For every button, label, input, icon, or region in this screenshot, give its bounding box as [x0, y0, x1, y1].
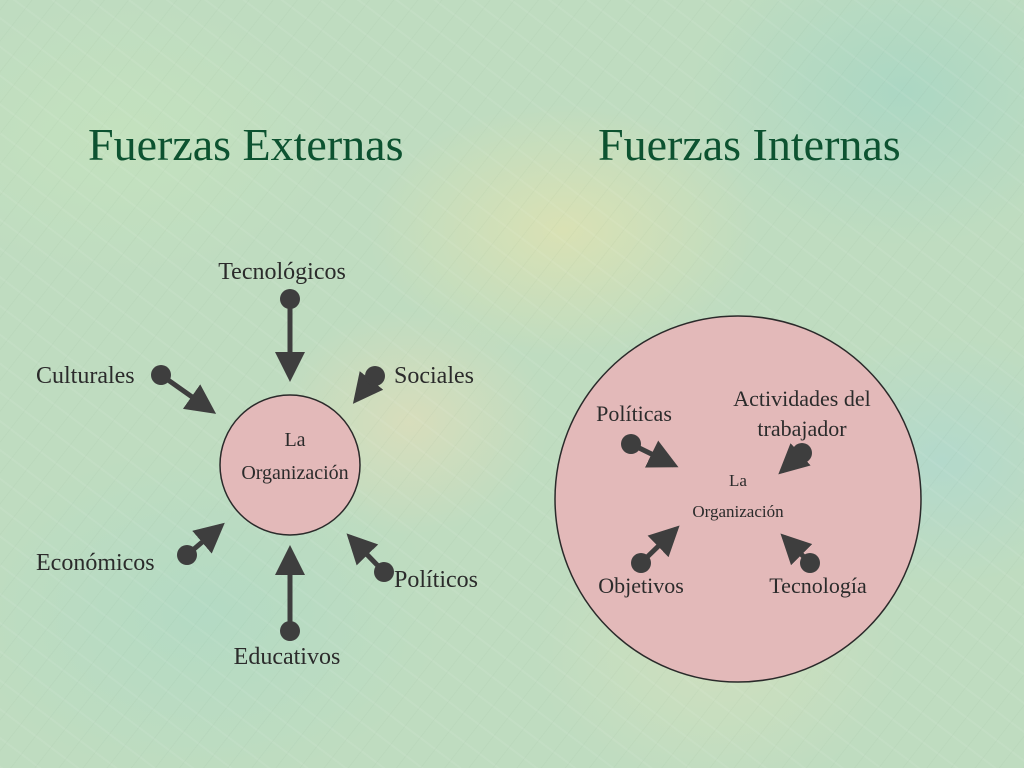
internal-organization-circle	[554, 315, 922, 683]
force-label-actividades-line1: Actividades del	[733, 386, 870, 411]
arrow-politicos	[346, 533, 394, 582]
force-label-actividades-line2: trabajador	[757, 416, 847, 441]
force-label-sociales: Sociales	[394, 363, 474, 389]
external-organization-circle	[219, 394, 361, 536]
arrow-educativos	[275, 545, 305, 641]
arrow-economicos	[177, 522, 225, 565]
force-label-economicos: Económicos	[36, 550, 155, 576]
arrow-sociales	[352, 366, 385, 404]
arrow-culturales	[151, 365, 217, 414]
force-label-educativos: Educativos	[234, 644, 341, 670]
external-center-label-line2: Organización	[241, 462, 348, 484]
force-label-politicos: Políticos	[394, 567, 478, 593]
force-label-tecnologicos: Tecnológicos	[218, 259, 346, 285]
external-center-label-line1: La	[284, 429, 305, 451]
force-label-tecnologia: Tecnología	[769, 573, 867, 598]
title-fuerzas-internas: Fuerzas Internas	[598, 119, 901, 170]
arrow-tecnologicos	[275, 289, 305, 382]
force-label-politicas: Políticas	[596, 401, 672, 426]
arrow-politicas	[621, 434, 679, 468]
force-label-objetivos: Objetivos	[598, 573, 684, 598]
internal-center-label-line2: Organización	[692, 502, 784, 521]
internal-center-label-line1: La	[729, 471, 747, 490]
arrow-actividades	[778, 443, 812, 475]
arrow-tecnologia	[780, 533, 820, 573]
title-fuerzas-externas: Fuerzas Externas	[88, 119, 404, 170]
arrow-objetivos	[631, 525, 680, 573]
force-label-culturales: Culturales	[36, 363, 135, 389]
